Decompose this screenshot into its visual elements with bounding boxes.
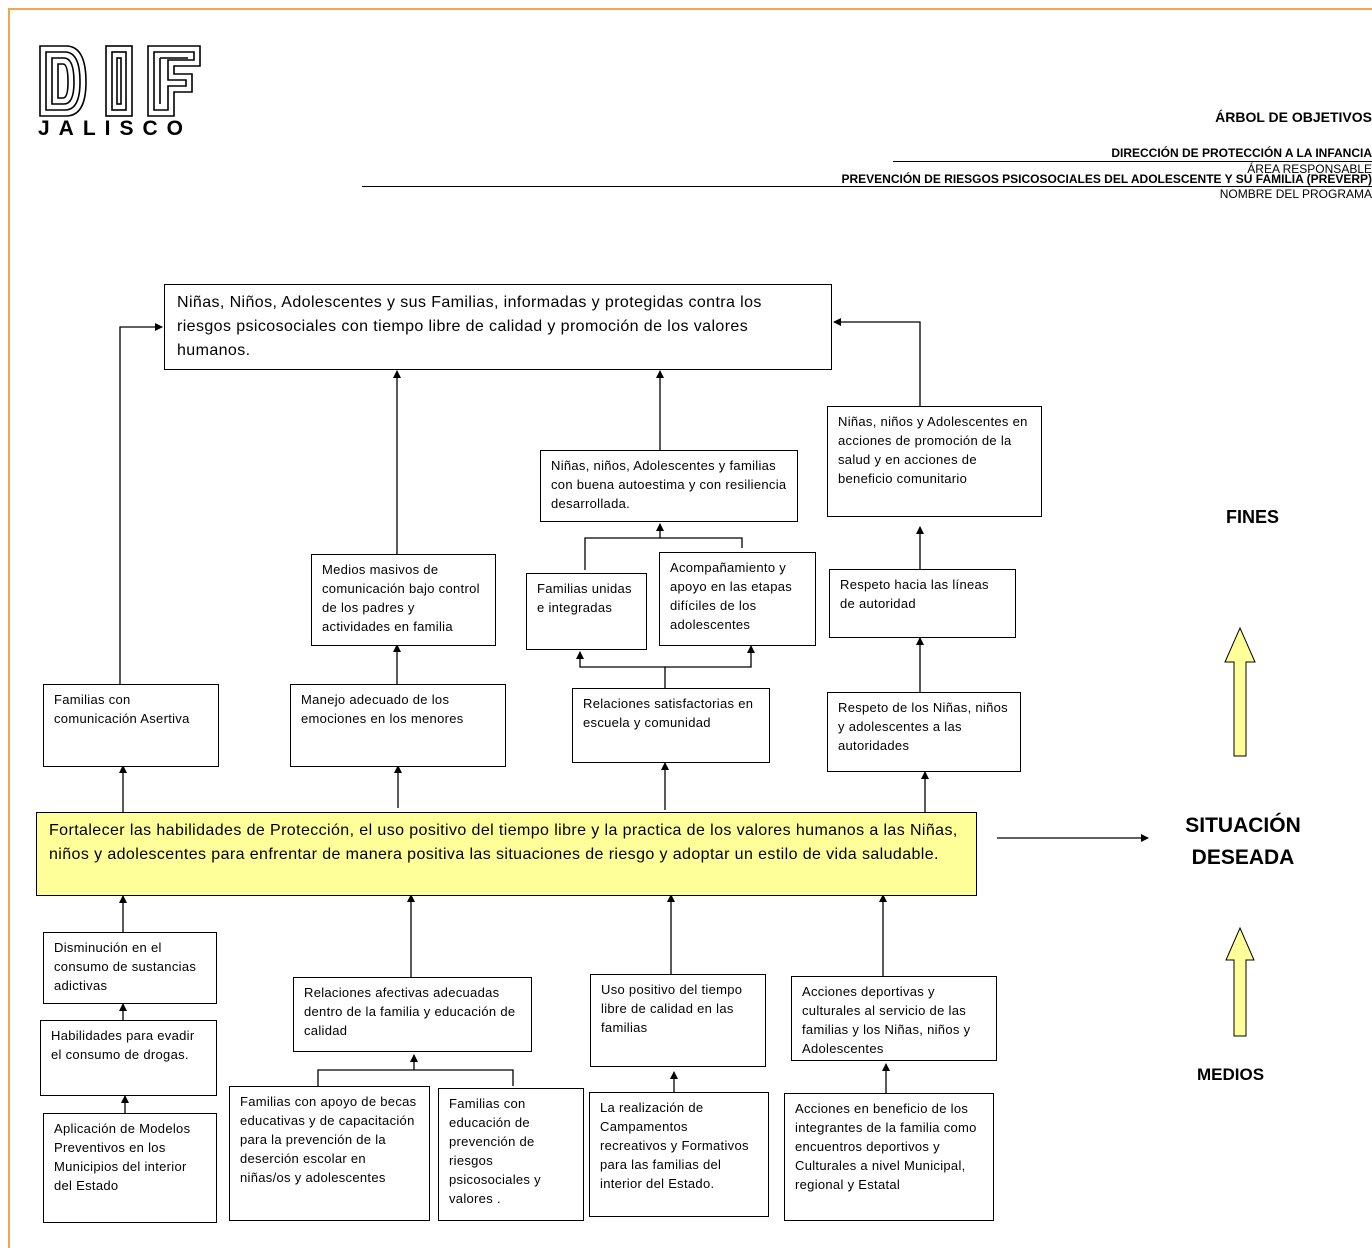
area-underline [893, 161, 1372, 162]
node-acompanamiento: Acompañamiento y apoyo en las etapas dif… [659, 552, 816, 646]
node-objetivo-central: Fortalecer las habilidades de Protección… [36, 812, 977, 896]
node-promocion-salud: Niñas, niños y Adolescentes en acciones … [827, 406, 1042, 517]
page-title: ÁRBOL DE OBJETIVOS [1215, 109, 1372, 125]
node-modelos-preventivos: Aplicación de Modelos Preventivos en los… [43, 1113, 217, 1223]
node-acciones-deportivas: Acciones deportivas y culturales al serv… [791, 976, 997, 1061]
program-caption: NOMBRE DEL PROGRAMA [1219, 187, 1372, 201]
dif-logo [39, 45, 201, 117]
node-habilidades-evadir: Habilidades para evadir el consumo de dr… [40, 1020, 217, 1096]
label-medios: MEDIOS [1197, 1065, 1265, 1084]
node-top-goal: Niñas, Niños, Adolescentes y sus Familia… [164, 284, 832, 370]
page-frame [8, 8, 1372, 1248]
node-educacion-prevencion: Familias con educación de prevención de … [438, 1088, 584, 1221]
program-name: PREVENCIÓN DE RIESGOS PSICOSOCIALES DEL … [841, 172, 1372, 186]
area-name: DIRECCIÓN DE PROTECCIÓN A LA INFANCIA [1111, 146, 1372, 160]
program-underline [362, 186, 1372, 187]
node-autoestima: Niñas, niños, Adolescentes y familias co… [540, 450, 798, 522]
node-respeto-lineas: Respeto hacia las líneas de autoridad [829, 569, 1016, 638]
fines-up-arrow [1224, 626, 1256, 757]
node-relaciones-satisfactorias: Relaciones satisfactorias en escuela y c… [572, 688, 770, 763]
node-medios-masivos: Medios masivos de comunicación bajo cont… [311, 554, 496, 646]
node-relaciones-afectivas: Relaciones afectivas adecuadas dentro de… [293, 977, 532, 1052]
node-uso-positivo: Uso positivo del tiempo libre de calidad… [590, 974, 766, 1067]
node-acciones-beneficio: Acciones en beneficio de los integrantes… [784, 1093, 994, 1221]
node-manejo-emociones: Manejo adecuado de los emociones en los … [290, 684, 506, 767]
node-respeto-autoridades: Respeto de los Niñas, niños y adolescent… [827, 692, 1021, 772]
node-comunicacion-asertiva: Familias con comunicación Asertiva [43, 684, 219, 767]
node-becas-educativas: Familias con apoyo de becas educativas y… [229, 1086, 430, 1221]
node-familias-unidas: Familias unidas e integradas [526, 573, 647, 650]
label-situacion: SITUACIÓN [1185, 814, 1301, 837]
area-caption: ÁREA RESPONSABLE [1247, 162, 1372, 176]
node-disminucion-consumo: Disminución en el consumo de sustancias … [43, 932, 217, 1004]
logo-jalisco-text: JALISCO [38, 117, 193, 140]
medios-up-arrow [1225, 926, 1255, 1037]
label-deseada: DESEADA [1191, 846, 1295, 869]
node-campamentos: La realización de Campamentos recreativo… [589, 1092, 769, 1217]
label-fines: FINES [1226, 507, 1280, 527]
